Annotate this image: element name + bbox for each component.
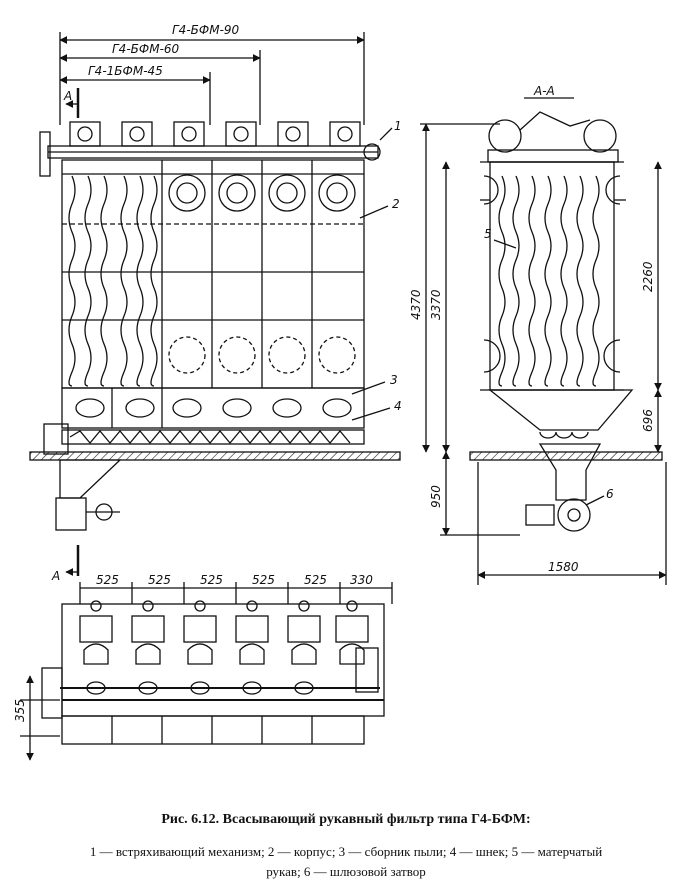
plan-dim-5: 525: [304, 573, 327, 587]
shaker-mechanism: [39, 121, 381, 177]
figure-caption-title: Рис. 6.12. Всасывающий рукавный фильтр т…: [161, 812, 531, 827]
label-g4-60: Г4-БФМ-60: [112, 42, 180, 56]
dim-696: 696: [641, 409, 655, 432]
plan-units: [79, 600, 369, 665]
callout-6: 6: [606, 487, 614, 501]
top-dimensions: [59, 32, 365, 125]
plan-view: [20, 582, 393, 761]
dust-collector: [61, 387, 365, 429]
plan-dim-355: 355: [13, 699, 27, 722]
technical-drawing: Г4-БФМ-90 Г4-БФМ-60 Г4-1БФМ-45 А: [13, 23, 667, 761]
dim-950: 950: [429, 485, 443, 508]
caption-line-2: рукав; 6 — шлюзовой затвор: [266, 864, 426, 879]
section-mark-bottom: А: [51, 569, 60, 583]
plan-dim-4: 525: [252, 573, 275, 587]
label-g4-45: Г4-1БФМ-45: [88, 64, 163, 78]
filter-bags-front: [68, 175, 158, 387]
side-view: А-А: [420, 84, 667, 585]
figure-caption-legend: 1 — встряхивающий механизм; 2 — корпус; …: [0, 842, 692, 882]
drive-unit: [43, 423, 122, 531]
hopper: [488, 389, 634, 431]
callout-5: 5: [484, 227, 492, 241]
dim-2260: 2260: [641, 261, 655, 292]
callout-1: 1: [394, 119, 402, 133]
auger: [61, 429, 365, 445]
plan-dim-6: 330: [350, 573, 373, 587]
section-title: А-А: [533, 84, 555, 98]
front-view: Г4-БФМ-90 Г4-БФМ-60 Г4-1БФМ-45 А: [29, 23, 401, 531]
plan-dim-1: 525: [96, 573, 119, 587]
dim-1580: 1580: [548, 560, 579, 574]
side-housing: [489, 161, 615, 391]
plan-dim-3: 525: [200, 573, 223, 587]
dim-3370: 3370: [429, 289, 443, 320]
callout-4: 4: [394, 399, 402, 413]
label-g4-90: Г4-БФМ-90: [172, 23, 240, 37]
airlock: [557, 498, 591, 532]
callout-2: 2: [392, 197, 400, 211]
floor-side: [469, 451, 663, 461]
plan-dim-2: 525: [148, 573, 171, 587]
bag-openings: [168, 174, 356, 374]
caption-line-1: 1 — встряхивающий механизм; 2 — корпус; …: [89, 844, 603, 859]
callout-3: 3: [390, 373, 398, 387]
filter-bags-side: [498, 175, 600, 387]
floor-front: [29, 451, 401, 461]
section-mark-top: А: [63, 89, 72, 103]
dim-4370: 4370: [409, 289, 423, 320]
